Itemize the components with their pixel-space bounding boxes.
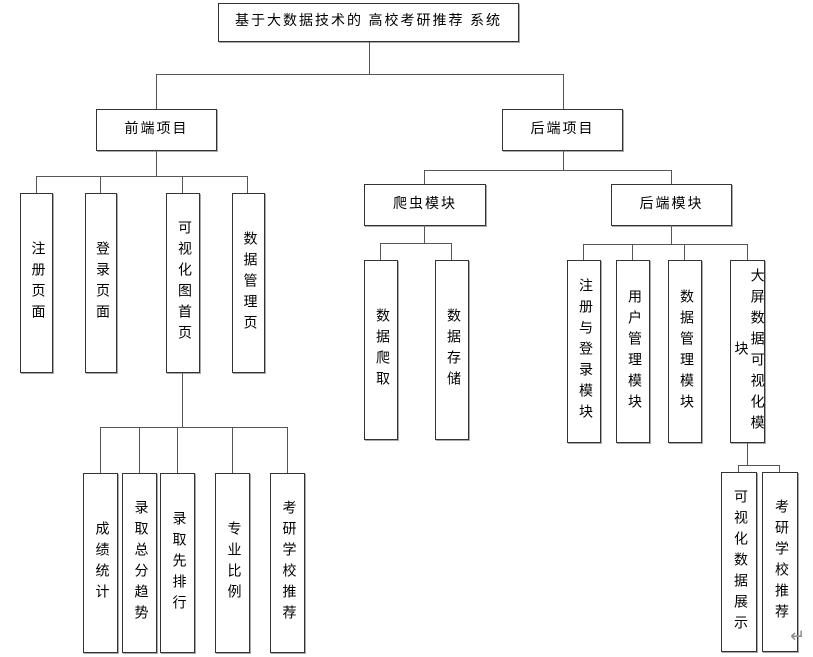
node-bigscreen-data-visual-module: 大屏数据可视化模块 (730, 260, 765, 443)
connector-stub (451, 243, 452, 260)
connector-stub (671, 170, 672, 184)
connector-stub (747, 244, 748, 260)
connector-stub (287, 427, 288, 473)
node-root-title: 基于大数据技术的 高校考研推荐 系统 (218, 3, 519, 42)
paragraph-return-mark-icon: ↵ (790, 626, 806, 647)
node-crawler-module: 爬虫模块 (364, 184, 486, 226)
connector-bigscreen-rail (738, 465, 780, 466)
connector-stub (36, 176, 37, 193)
connector-crawler-drop (424, 225, 425, 243)
connector-stub (177, 427, 178, 473)
node-data-manage-module: 数据管理模块 (668, 260, 702, 443)
connector-frontend-stub (156, 74, 157, 109)
connector-stub (139, 427, 140, 473)
node-data-crawl: 数据爬取 (364, 260, 398, 440)
node-admission-total-score-trend: 录取总分趋势 (122, 473, 157, 653)
connector-frontend-drop (156, 150, 157, 176)
connector-backend-stub (563, 74, 564, 109)
node-admission-line-ranking: 录取先排行 (160, 473, 195, 653)
node-frontend-project: 前端项目 (96, 109, 217, 151)
connector-root-rail (156, 74, 564, 75)
node-login-page: 登录页面 (85, 193, 117, 373)
connector-backendmod-drop (671, 225, 672, 244)
node-register-page: 注册页面 (20, 193, 53, 373)
node-data-storage: 数据存储 (435, 260, 469, 440)
node-score-statistics: 成绩统计 (83, 473, 118, 653)
connector-root-drop (369, 42, 370, 74)
node-visual-data-display: 可视化数据展示 (721, 472, 757, 652)
connector-stub (247, 176, 248, 193)
connector-backendproj-drop (563, 150, 564, 170)
node-register-login-module: 注册与登录模块 (567, 260, 601, 443)
connector-stub (779, 465, 780, 472)
node-backend-module: 后端模块 (611, 184, 732, 226)
connector-stub (738, 465, 739, 472)
connector-stub (424, 170, 425, 184)
connector-crawler-rail (380, 243, 452, 244)
connector-stub (100, 176, 101, 193)
connector-stub (100, 427, 101, 473)
connector-stub (182, 176, 183, 193)
node-school-recommend-left: 考研学校推荐 (270, 473, 305, 653)
node-school-recommend-right: 考研学校推荐 (762, 472, 798, 652)
connector-backendproj-rail (424, 170, 672, 171)
node-major-ratio: 专业比例 (215, 473, 250, 653)
connector-visualhome-rail (100, 427, 288, 428)
connector-bigscreen-drop (747, 443, 748, 465)
connector-stub (583, 244, 584, 260)
node-backend-project: 后端项目 (502, 109, 623, 151)
connector-frontend-rail (36, 176, 248, 177)
node-user-manage-module: 用户管理模块 (616, 260, 650, 443)
node-visualization-home-page: 可视化图首页 (166, 193, 200, 373)
connector-stub (684, 244, 685, 260)
connector-visualhome-drop (182, 373, 183, 427)
connector-stub (232, 427, 233, 473)
node-data-manage-page: 数据管理页 (232, 193, 265, 373)
connector-stub (632, 244, 633, 260)
connector-backendmod-rail (583, 244, 748, 245)
connector-stub (380, 243, 381, 260)
